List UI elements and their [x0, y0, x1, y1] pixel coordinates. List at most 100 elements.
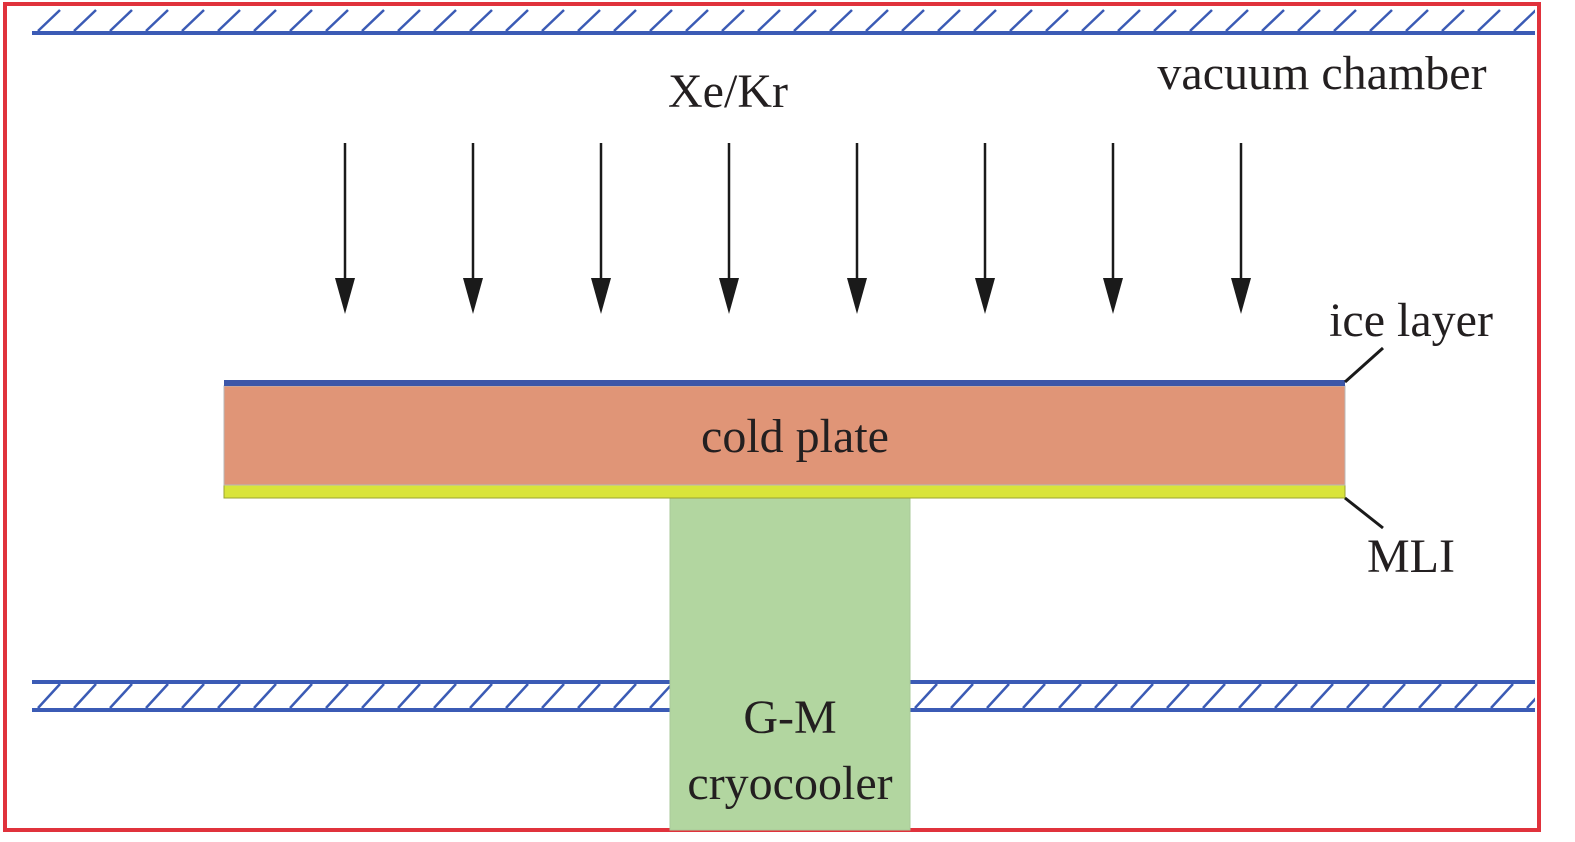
top-wall-hatch [1009, 9, 1033, 32]
gas-arrow-head [335, 278, 355, 314]
top-wall-hatch [433, 9, 457, 32]
top-wall-hatch [325, 9, 349, 32]
top-wall-hatch [109, 9, 133, 32]
cryocooler-block [669, 496, 911, 831]
top-wall-hatch [1225, 9, 1249, 32]
bottom-wall-hatch [469, 683, 493, 709]
gas-arrow-head [591, 278, 611, 314]
top-wall-hatch [1045, 9, 1069, 32]
bottom-wall-hatch [253, 683, 277, 709]
bottom-wall-hatch [109, 683, 133, 709]
cryocooler-label-line2: cryocooler [687, 757, 892, 810]
mli-leader-line [1344, 496, 1384, 530]
top-wall-hatch [613, 9, 637, 32]
top-wall-hatch [577, 9, 601, 32]
bottom-wall-hatch [1058, 683, 1082, 709]
top-wall-hatch [829, 9, 853, 32]
bottom-wall-hatch [1202, 683, 1226, 709]
top-wall-hatch [685, 9, 709, 32]
gas-arrow-head [1103, 278, 1123, 314]
gas-flow-arrows [335, 143, 1251, 314]
top-wall-hatch [793, 9, 817, 32]
cryocooler-label-line1: G-M [743, 691, 836, 744]
top-wall-hatch [1261, 9, 1285, 32]
top-wall-hatch [505, 9, 529, 32]
top-wall-hatch [901, 9, 925, 32]
bottom-wall-hatch [577, 683, 601, 709]
top-wall-hatch [1189, 9, 1213, 32]
bottom-wall-hatch [325, 683, 349, 709]
bottom-wall-hatch [1418, 683, 1442, 709]
bottom-wall-hatch [397, 683, 421, 709]
top-wall-hatch [253, 9, 277, 32]
top-wall-hatch [1333, 9, 1357, 32]
bottom-wall-hatch [1022, 683, 1046, 709]
gas-arrow-head [975, 278, 995, 314]
ice-layer [224, 380, 1345, 386]
top-wall-hatch [361, 9, 385, 32]
top-wall-hatch [1550, 10, 1572, 31]
top-wall-hatch [469, 9, 493, 32]
top-wall-hatch [649, 9, 673, 32]
bottom-wall-hatch [950, 683, 974, 709]
top-wall-hatch [1117, 9, 1141, 32]
bottom-wall-hatch [1238, 683, 1262, 709]
gas-arrow-head [1231, 278, 1251, 314]
bottom-wall-hatch [1454, 683, 1478, 709]
top-wall-hatch [1369, 9, 1393, 32]
bottom-wall-hatch [1130, 683, 1154, 709]
bottom-wall-hatch [433, 683, 457, 709]
gas-arrow-head [719, 278, 739, 314]
bottom-wall-hatch [1526, 697, 1535, 709]
bottom-wall [32, 680, 1575, 712]
mli-layer [223, 484, 1346, 499]
top-wall-hatch [217, 9, 241, 32]
top-wall-hatch [1441, 9, 1465, 32]
bottom-wall-hatch [505, 683, 529, 709]
bottom-wall-hatch [914, 683, 938, 709]
top-wall-hatch [1405, 9, 1429, 32]
bottom-wall-hatch [1563, 684, 1575, 708]
top-wall-hatch [73, 9, 97, 32]
bottom-wall-hatch [361, 683, 385, 709]
bottom-wall-hatch [289, 683, 313, 709]
bottom-wall-hatch [1310, 683, 1334, 709]
mli-label: MLI [1367, 530, 1455, 583]
bottom-wall-hatch [541, 683, 565, 709]
top-wall-hatch [1153, 9, 1177, 32]
bottom-wall-hatch [1274, 683, 1298, 709]
top-wall-hatch [757, 9, 781, 32]
gas-arrow-head [847, 278, 867, 314]
gas-arrow-head [463, 278, 483, 314]
bottom-wall-hatch [145, 683, 169, 709]
bottom-wall-hatch [37, 683, 61, 709]
bottom-wall-hatch [613, 683, 637, 709]
ice-layer-label: ice layer [1329, 294, 1493, 347]
top-wall-hatch [865, 9, 889, 32]
bottom-wall-hatch [217, 683, 241, 709]
bottom-wall-hatch [649, 684, 670, 709]
bottom-wall-hatch [1490, 683, 1514, 709]
top-wall-hatch [181, 9, 205, 32]
top-wall-hatch [1513, 9, 1535, 32]
top-wall-hatch [37, 9, 61, 32]
bottom-wall-hatch [1094, 683, 1118, 709]
top-wall-hatch [973, 9, 997, 32]
vacuum-chamber-label: vacuum chamber [1157, 47, 1486, 100]
top-wall [32, 9, 1572, 35]
cold-plate [223, 385, 1346, 486]
bottom-wall-hatch [1346, 683, 1370, 709]
bottom-wall-hatch [1166, 683, 1190, 709]
bottom-wall-hatch [181, 683, 205, 709]
top-wall-hatch [541, 9, 565, 32]
top-wall-hatch [1477, 9, 1501, 32]
bottom-wall-hatch [1382, 683, 1406, 709]
top-wall-hatch [145, 9, 169, 32]
top-wall-hatch [1297, 9, 1321, 32]
bottom-wall-hatch [986, 683, 1010, 709]
top-wall-hatch [1081, 9, 1105, 32]
cold-plate-label: cold plate [701, 410, 889, 463]
gas-label: Xe/Kr [668, 65, 788, 118]
top-wall-hatch [397, 9, 421, 32]
